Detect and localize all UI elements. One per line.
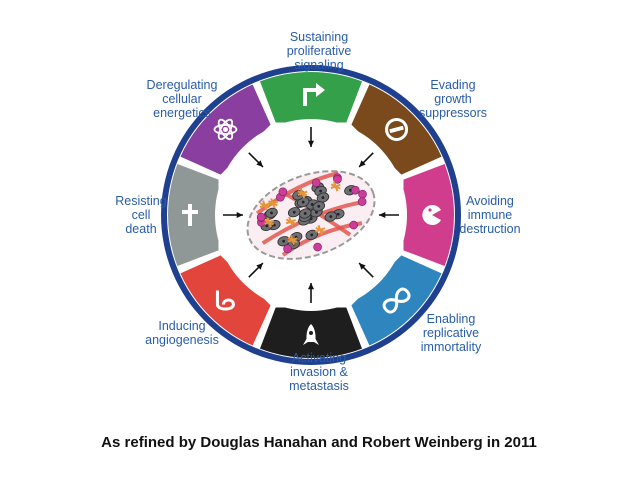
label-immune: Avoiding immune destruction xyxy=(459,194,521,236)
no-entry-icon xyxy=(385,117,409,141)
label-death: Resisting cell death xyxy=(115,194,167,236)
infinity-icon xyxy=(382,287,411,314)
atom-icon xyxy=(213,118,238,141)
vessel-icon xyxy=(215,290,235,311)
caption: As refined by Douglas Hanahan and Robert… xyxy=(101,434,537,451)
rocket-icon xyxy=(303,324,319,345)
label-proliferative: Sustaining proliferative signaling xyxy=(286,30,352,72)
segment-proliferative xyxy=(259,72,363,123)
segment-death xyxy=(168,163,219,267)
inward-arrows xyxy=(223,127,399,303)
tumor-center-illustration xyxy=(246,170,376,260)
hallmarks-ring xyxy=(161,65,461,365)
arrow-right-turn-icon xyxy=(303,83,325,106)
label-angiogenesis: Inducing angiogenesis xyxy=(145,319,219,347)
pacman-icon xyxy=(422,205,441,225)
cross-icon xyxy=(182,204,198,226)
label-energetics: Deregulating cellular energetics xyxy=(146,78,218,120)
label-suppressors: Evading growth suppressors xyxy=(418,78,488,120)
label-immortality: Enabling replicative immortality xyxy=(420,312,482,354)
label-invasion: Activating invasion & metastasis xyxy=(289,351,349,393)
